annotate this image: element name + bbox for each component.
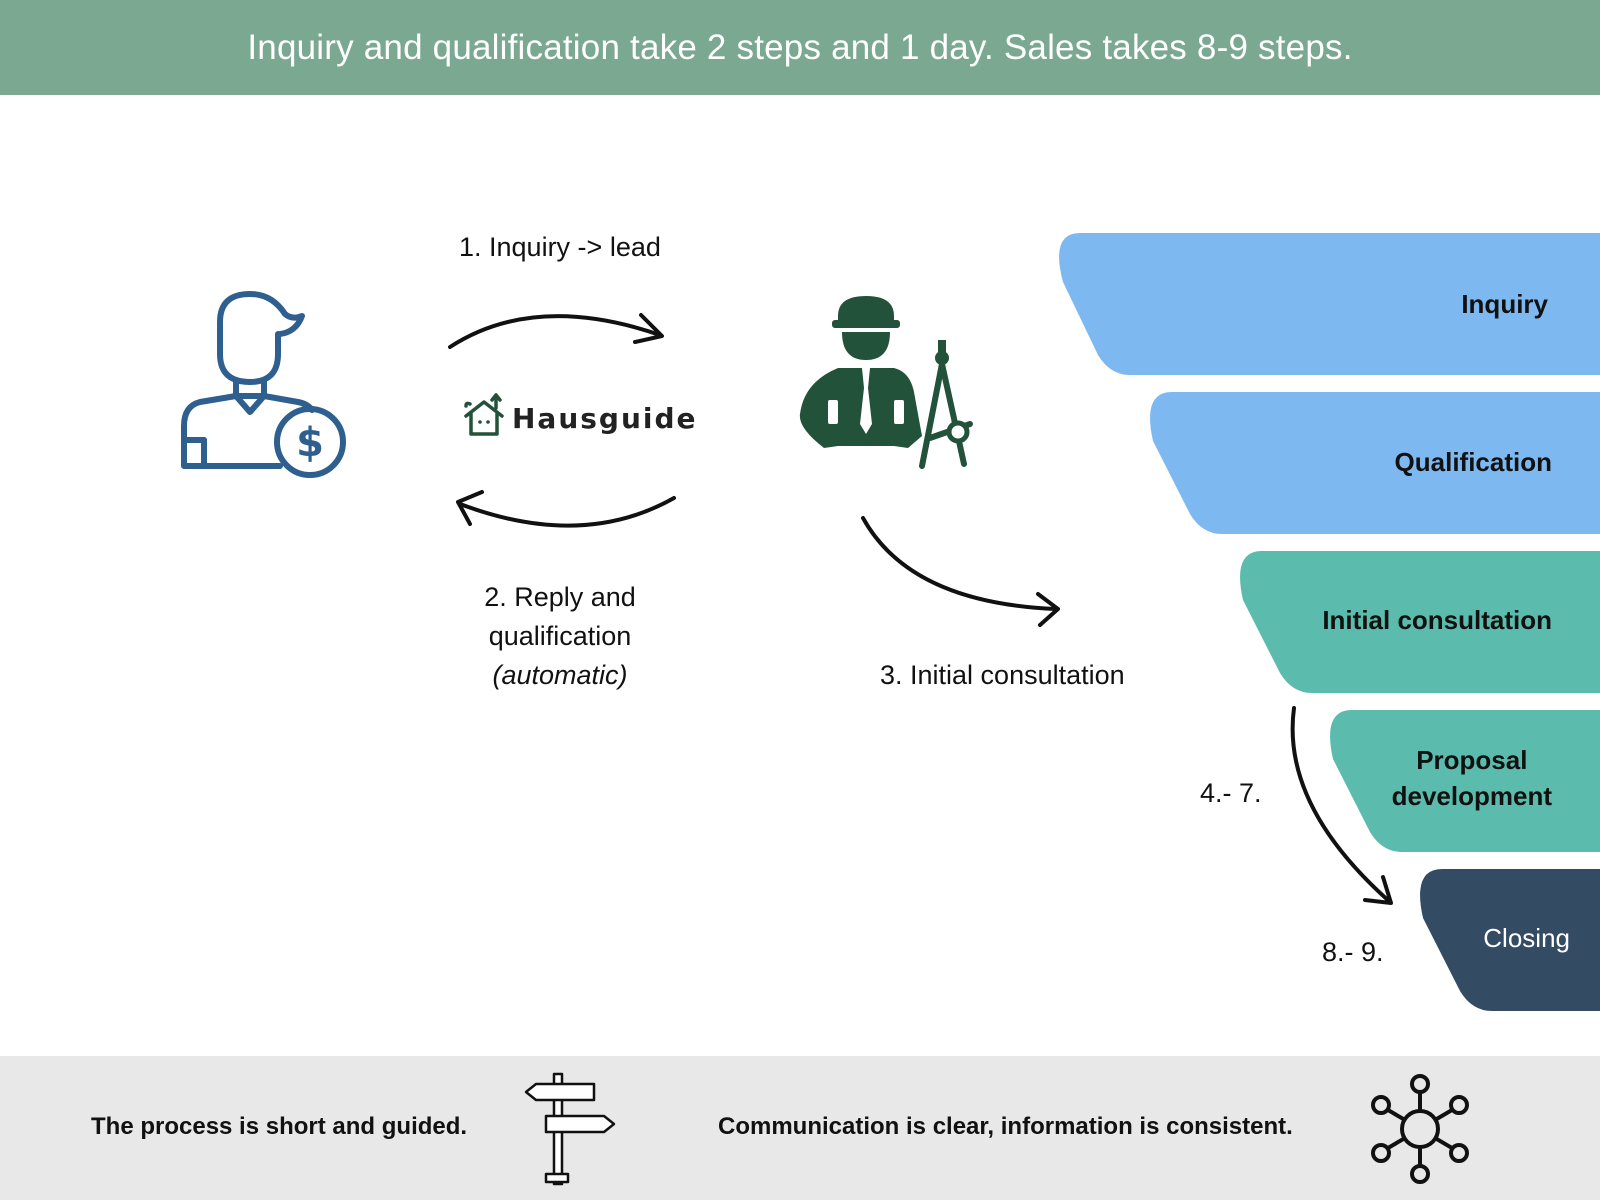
step-2-line-1: 2. Reply and [484, 582, 636, 612]
step-2-label: 2. Reply and qualification (automatic) [470, 578, 650, 695]
arrow-inquiry-icon [448, 313, 664, 349]
page-title: Inquiry and qualification take 2 steps a… [247, 27, 1353, 67]
svg-text:$: $ [296, 420, 324, 466]
step-1-label: 1. Inquiry -> lead [459, 232, 661, 262]
footer-bar: The process is short and guided. Communi… [0, 1056, 1600, 1200]
stage-label-proposal: Proposal development [1392, 742, 1552, 814]
footer-left-text: The process is short and guided. [91, 1113, 468, 1140]
step-2-line-3: (automatic) [492, 660, 628, 690]
stage-label-qualification: Qualification [1394, 447, 1552, 477]
signpost-icon [524, 1072, 616, 1186]
house-logo-icon [464, 393, 504, 436]
header-banner: Inquiry and qualification take 2 steps a… [0, 0, 1600, 95]
arrow-reply-icon [456, 490, 676, 528]
funnel-stage-qualification [1150, 392, 1600, 534]
stage-label-proposal-line-2: development [1391, 781, 1552, 811]
network-icon [1371, 1074, 1469, 1184]
stage-label-inquiry: Inquiry [1461, 289, 1548, 319]
arrow-consultation-icon [861, 516, 1060, 627]
stage-label-proposal-line-1: Proposal [1416, 745, 1528, 775]
stage-label-initial-consultation: Initial consultation [1322, 605, 1552, 635]
step-2-line-2: qualification [488, 621, 632, 651]
funnel-stage-proposal [1330, 710, 1600, 852]
step-4-7-label: 4.- 7. [1200, 778, 1262, 808]
funnel-stage-inquiry [1059, 233, 1600, 375]
step-3-label: 3. Initial consultation [880, 660, 1125, 690]
architect-icon [799, 296, 973, 469]
arrow-proposal-to-closing-icon [1290, 706, 1393, 905]
footer-right-text: Communication is clear, information is c… [718, 1113, 1293, 1140]
stage-label-closing: Closing [1483, 923, 1570, 953]
funnel-stage-closing [1420, 869, 1600, 1011]
customer-icon: $ [181, 291, 346, 478]
brand-name: Hausguide [512, 402, 698, 435]
funnel-stage-initial-consultation [1240, 551, 1600, 693]
step-8-9-label: 8.- 9. [1322, 937, 1384, 967]
